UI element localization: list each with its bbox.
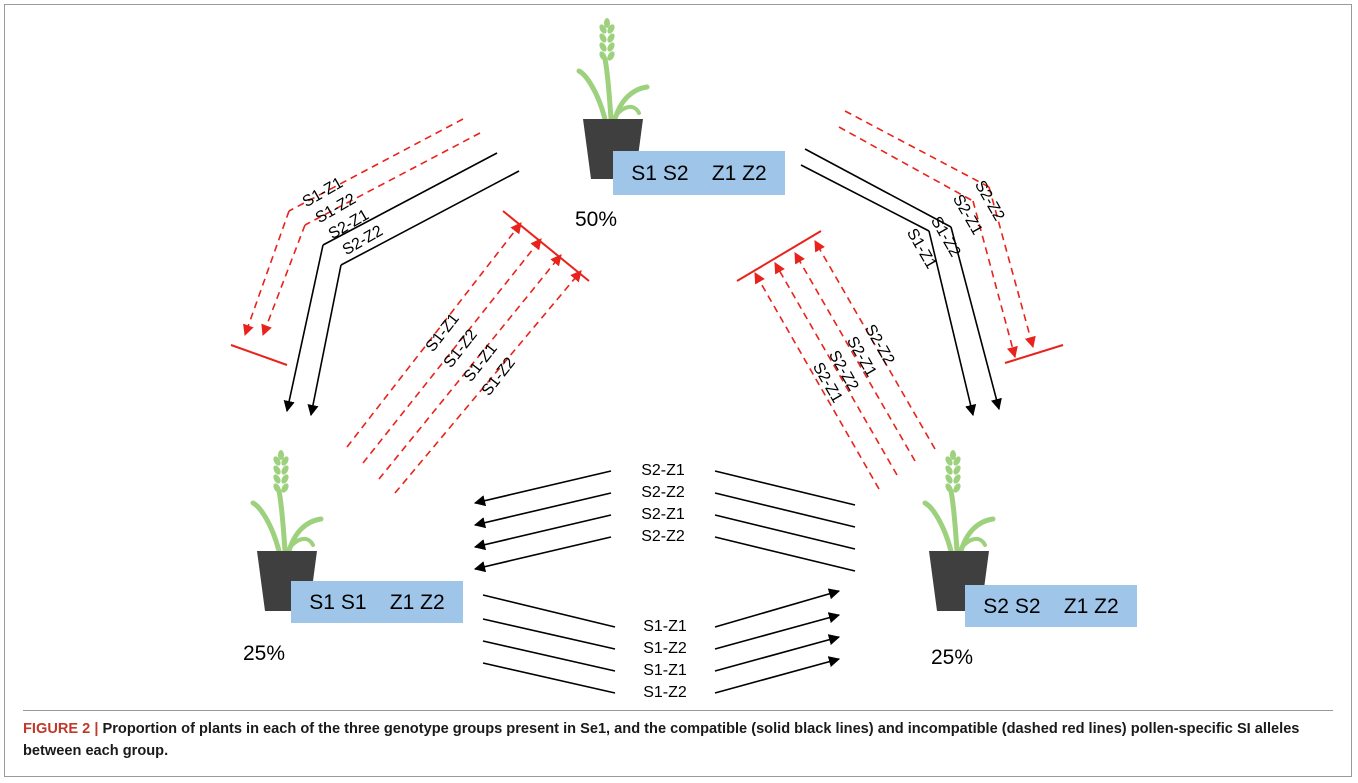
edge-arrow — [988, 186, 1036, 349]
edge-line — [844, 110, 990, 188]
genotype-diagram: S1 S2 Z1 Z2 50% S1 S1 Z1 Z2 25% S2 S2 Z1… — [230, 18, 1137, 701]
edge-label: S1-Z2 — [643, 640, 687, 657]
blocked-bar — [736, 230, 822, 282]
genotype-left: S1 S1 Z1 Z2 — [291, 581, 463, 623]
percent-left: 25% — [243, 642, 285, 665]
edge-line — [714, 514, 856, 550]
edge-arrow — [794, 252, 916, 462]
edge-arrow — [754, 272, 880, 490]
edge-arrow — [950, 226, 1002, 411]
edge-line — [800, 164, 930, 232]
edge-line — [838, 126, 974, 202]
edge-label: S1-Z1 — [643, 662, 687, 679]
edge-arrow — [814, 240, 936, 450]
genotype-top: S1 S2 Z1 Z2 — [613, 151, 785, 195]
genotype-left-label: S1 S1 Z1 Z2 — [309, 591, 444, 614]
caption-text: Proportion of plants in each of the thre… — [23, 721, 1300, 759]
edge-arrow — [473, 536, 612, 573]
edge-arrow — [928, 230, 977, 417]
genotype-right: S2 S2 Z1 Z2 — [965, 585, 1137, 627]
edge-label: S2-Z2 — [641, 484, 685, 501]
edge-arrow — [394, 270, 582, 494]
blocked-bar — [502, 210, 590, 282]
edge-label: S2-Z2 — [641, 528, 685, 545]
edge-arrow — [307, 264, 342, 417]
edge-line — [482, 618, 616, 650]
edge-label: S1-Z1 — [643, 618, 687, 635]
edge-line — [714, 492, 856, 528]
edge-arrow — [243, 210, 290, 337]
edge-label: S1-Z2 — [643, 684, 687, 701]
figure-number: FIGURE 2 | — [23, 721, 99, 737]
edge-arrow — [774, 262, 898, 476]
edge-line — [482, 594, 616, 628]
genotype-right-label: S2 S2 Z1 Z2 — [983, 595, 1118, 618]
edge-label: S2-Z1 — [641, 462, 685, 479]
edge-arrow — [378, 254, 562, 480]
edge-line — [304, 132, 481, 226]
edge-line — [340, 170, 520, 266]
blocked-bar — [1004, 344, 1064, 364]
genotype-top-label: S1 S2 Z1 Z2 — [631, 162, 766, 185]
edge-arrow — [714, 634, 841, 672]
edge-line — [482, 662, 616, 694]
caption-divider — [23, 710, 1333, 711]
edge-arrow — [714, 588, 841, 628]
edge-line — [714, 536, 856, 572]
edge-arrow — [473, 492, 612, 529]
edge-line — [804, 148, 952, 228]
edge-line — [482, 640, 616, 672]
edge-arrow — [283, 244, 324, 413]
edge-arrow — [714, 656, 841, 694]
edge-arrow — [473, 470, 612, 507]
edge-arrow — [972, 200, 1018, 359]
edge-arrow — [261, 224, 306, 337]
edge-line — [288, 118, 464, 212]
blocked-bar — [230, 344, 288, 366]
edge-line — [322, 152, 498, 246]
percent-right: 25% — [931, 646, 973, 669]
figure-caption: FIGURE 2 | Proportion of plants in each … — [23, 718, 1341, 762]
edge-arrow — [473, 514, 612, 551]
figure-frame: S1 S2 Z1 Z2 50% S1 S1 Z1 Z2 25% S2 S2 Z1… — [4, 4, 1352, 777]
edge-line — [714, 470, 856, 506]
percent-top: 50% — [575, 208, 617, 231]
edge-arrow — [714, 612, 841, 650]
edge-label: S2-Z1 — [641, 506, 685, 523]
